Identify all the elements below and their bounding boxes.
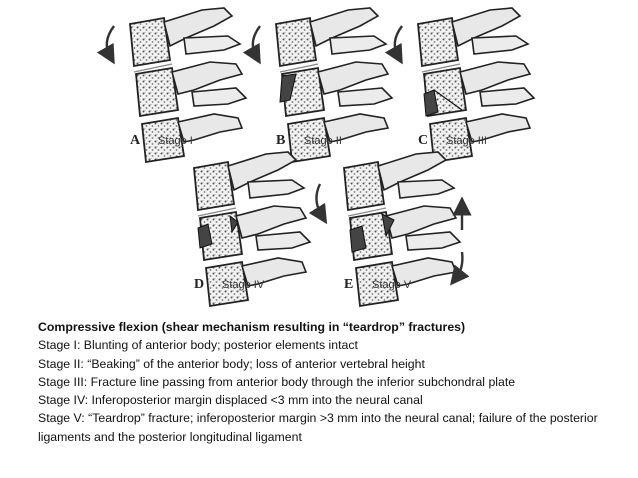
panel-stage-label: Stage IV: [222, 279, 265, 291]
panel-a: A Stage I: [96, 7, 247, 163]
displaced-margin: [229, 214, 239, 234]
flexion-arrow-icon: [96, 25, 115, 65]
panel-letter: D: [194, 277, 204, 292]
flexion-arrow-icon: [308, 183, 328, 225]
stage-1-description: Stage I: Blunting of anterior body; post…: [38, 338, 358, 353]
fracture-line: [433, 89, 463, 111]
panel-letter: A: [130, 133, 141, 148]
flexion-arrow-icon: [242, 25, 261, 65]
stage-3-description: Stage III: Fracture line passing from an…: [38, 374, 516, 389]
fracture-fragment: [423, 89, 439, 117]
panel-letter: C: [418, 133, 428, 148]
stage-5-description: Stage V: “Teardrop” fracture; inferopost…: [38, 411, 598, 444]
panel-e: E Stage V: [308, 151, 472, 307]
panel-d: D Stage IV: [193, 151, 311, 307]
panel-stage-label: Stage II: [304, 135, 342, 147]
teardrop-fragment: [349, 225, 367, 253]
fracture-fragment: [197, 223, 213, 249]
panel-stage-label: Stage III: [446, 135, 487, 147]
panel-stage-label: Stage I: [158, 135, 193, 147]
displaced-margin: [381, 213, 395, 238]
stage-2-description: Stage II: “Beaking” of the anterior body…: [38, 356, 425, 371]
caption-title: Compressive flexion (shear mechanism res…: [38, 320, 466, 334]
panel-stage-label: Stage V: [372, 279, 412, 291]
panel-letter: E: [344, 277, 353, 292]
beak-fragment: [279, 73, 297, 103]
down-arrow-icon: [450, 251, 470, 286]
caption-block: Compressive flexion (shear mechanism res…: [38, 318, 634, 446]
panel-b: B Stage II: [242, 7, 393, 163]
stage-4-description: Stage IV: Inferoposterior margin displac…: [38, 393, 423, 408]
panel-letter: B: [276, 133, 285, 148]
fracture-stages-figure: A Stage I B Stage II C Stage III D Stage…: [96, 7, 535, 307]
panel-c: C Stage III: [384, 7, 535, 163]
flexion-arrow-icon: [384, 25, 403, 65]
